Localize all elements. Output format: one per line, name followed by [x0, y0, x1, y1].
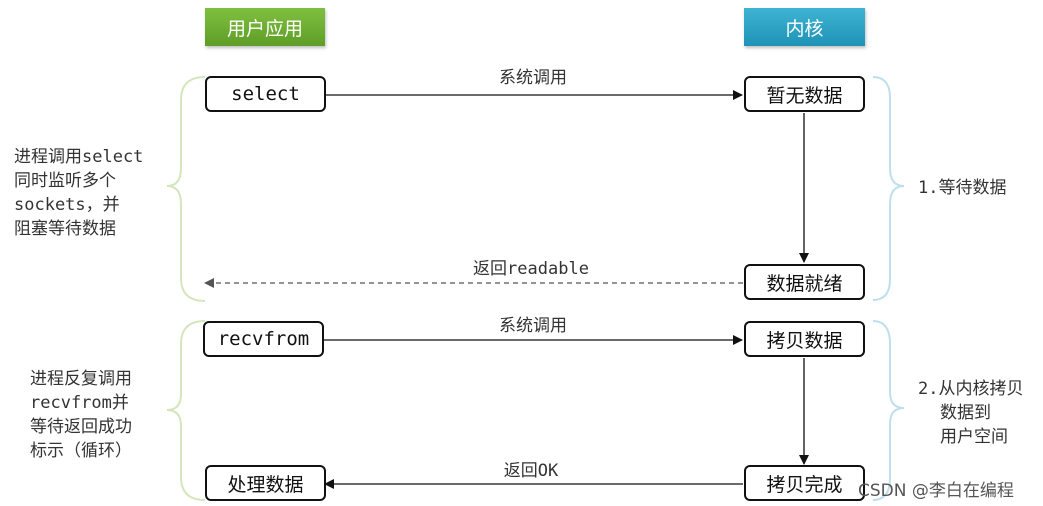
left-note-2: 进程反复调用 recvfrom并 等待返回成功 标示（循环） [30, 367, 132, 463]
note-line: 数据到 [940, 403, 991, 423]
user-app-header: 用户应用 [205, 8, 325, 46]
syscall-label-2: 系统调用 [499, 316, 567, 336]
left-note-1: 进程调用select 同时监听多个 sockets，并 阻塞等待数据 [14, 145, 143, 241]
process-data-box: 处理数据 [205, 465, 326, 501]
return-ok-label: 返回OK [503, 461, 559, 481]
kernel-header: 内核 [744, 8, 865, 46]
note-line: sockets，并 [14, 195, 120, 215]
data-ready-box: 数据就绪 [744, 264, 865, 300]
note-line: 进程反复调用 [30, 369, 132, 389]
right-note-1: 1.等待数据 [918, 176, 1006, 200]
syscall-label-1: 系统调用 [499, 68, 567, 88]
left-brace-2 [166, 320, 206, 501]
right-brace-1 [872, 76, 905, 301]
note-line: 1.等待数据 [918, 178, 1007, 198]
left-brace-1 [166, 76, 206, 302]
note-line: recvfrom并 [30, 393, 129, 413]
note-line: 同时监听多个 [14, 171, 116, 191]
csdn-watermark: CSDN @李白在编程 [858, 481, 1014, 501]
no-data-box: 暂无数据 [744, 76, 865, 112]
copy-done-box: 拷贝完成 [744, 465, 865, 501]
return-readable-label: 返回readable [473, 259, 589, 279]
note-line: 阻塞等待数据 [14, 219, 116, 239]
right-note-2: 2.从内核拷贝 数据到 用户空间 [918, 377, 1023, 449]
note-line: 用户空间 [940, 427, 1008, 447]
note-line: 2.从内核拷贝 [918, 379, 1024, 399]
select-box: select [205, 76, 326, 112]
copy-data-box: 拷贝数据 [744, 321, 865, 357]
right-brace-2 [872, 320, 905, 501]
recvfrom-box: recvfrom [203, 321, 324, 357]
note-line: 进程调用select [14, 147, 144, 167]
note-line: 标示（循环） [30, 441, 132, 461]
note-line: 等待返回成功 [30, 417, 132, 437]
